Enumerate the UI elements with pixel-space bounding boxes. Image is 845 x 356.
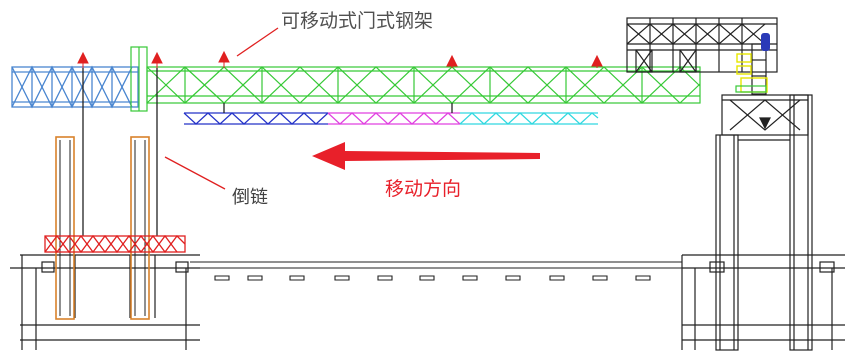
left-column-detail [59, 140, 146, 316]
base-truss [183, 112, 599, 125]
green-rail-end [735, 85, 767, 93]
left-blue-truss [11, 65, 139, 109]
base-truss-cyan [459, 112, 599, 125]
right-pier [681, 94, 845, 351]
leader-lines [164, 27, 279, 190]
red-hoist-truss [44, 234, 186, 254]
hoist-marker-icon [77, 50, 603, 68]
left-columns [55, 136, 150, 320]
green-gantry-truss [130, 46, 701, 112]
chain-hoist-label: 倒链 [232, 187, 268, 208]
chain-lines [82, 68, 453, 236]
deck [190, 261, 682, 281]
base-truss-magenta [327, 112, 461, 125]
left-pier [10, 254, 200, 350]
gantry-frame [626, 17, 778, 95]
cylinder [761, 33, 770, 51]
base-truss-blue [183, 112, 329, 125]
gantry-label: 可移动式门式钢架 [281, 10, 434, 32]
direction-arrow-icon [312, 142, 540, 170]
move-direction-label: 移动方向 [385, 178, 462, 200]
